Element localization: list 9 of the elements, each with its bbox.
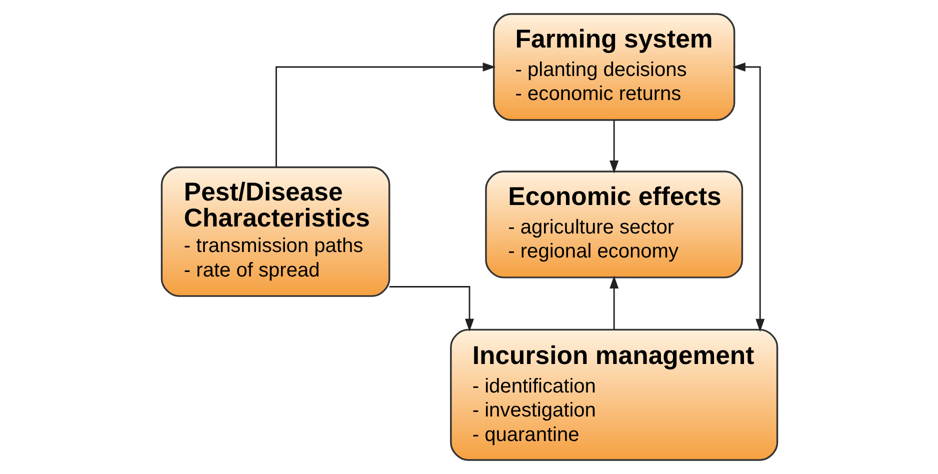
node-box: Economic effects - agriculture sector - regional economy bbox=[484, 170, 743, 278]
node-box: Farming system - planting decisions - economic returns bbox=[492, 13, 735, 121]
arrow bbox=[732, 62, 764, 332]
node-box: Pest/Disease Characteristics - transmission paths - rate of spread bbox=[160, 166, 390, 297]
node-box: Incursion management - identification - investigation - quarantine bbox=[450, 328, 778, 461]
arrow bbox=[609, 276, 618, 330]
arrow bbox=[609, 120, 618, 174]
arrow bbox=[388, 286, 474, 332]
arrow bbox=[275, 62, 496, 168]
